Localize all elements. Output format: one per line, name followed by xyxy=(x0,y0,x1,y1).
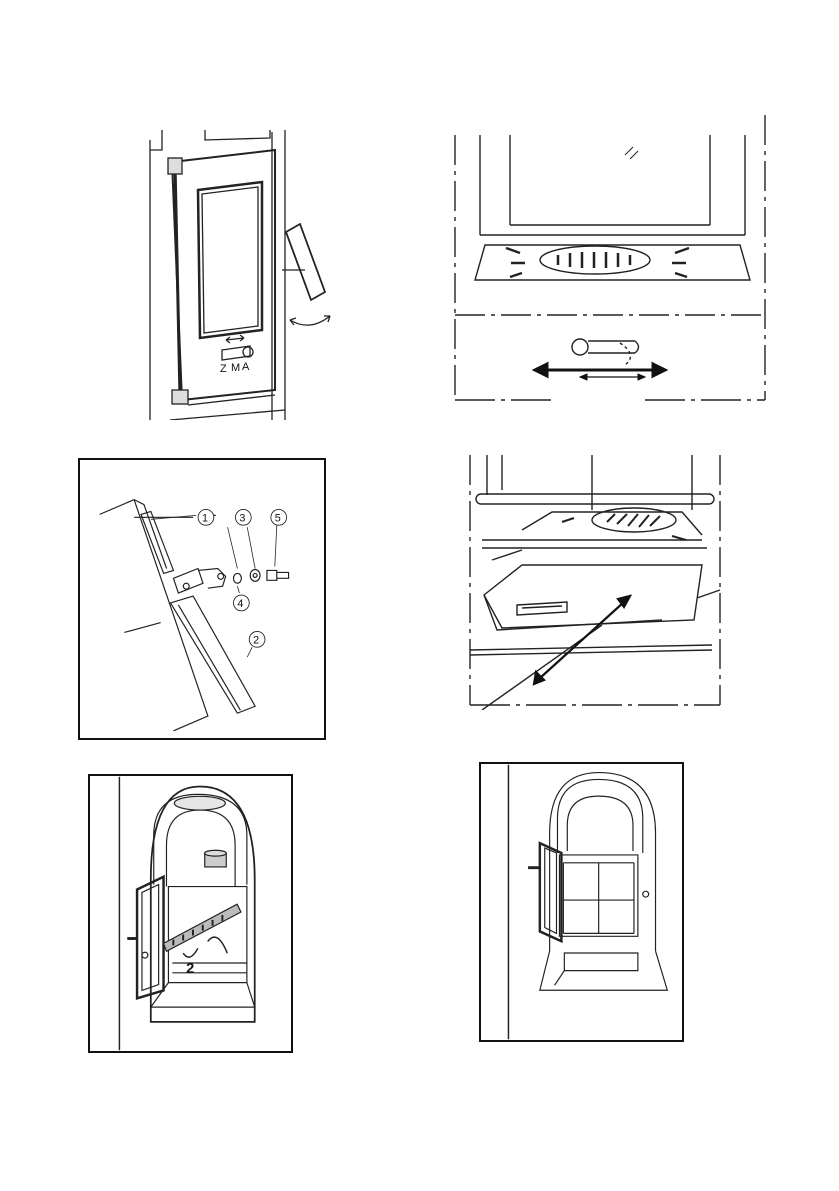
callout-1: 1 xyxy=(202,512,208,524)
stove-door-handle-illustration: Z M A xyxy=(110,120,350,420)
callout-3: 3 xyxy=(239,512,245,524)
ash-drawer-pullout-illustration xyxy=(462,450,732,710)
primary-air-lever-illustration xyxy=(440,115,780,405)
callout-5: 5 xyxy=(275,512,281,524)
door-handle-figure: Z M A xyxy=(110,120,350,420)
ash-drawer-figure xyxy=(462,450,732,710)
firebox-lining-figure xyxy=(479,762,684,1042)
control-label-m: M xyxy=(231,362,240,374)
air-control-figure xyxy=(440,115,780,405)
door-hinge-exploded-illustration: 1 3 5 4 2 xyxy=(80,460,324,738)
grate-removal-figure: 2 xyxy=(88,774,293,1053)
control-label-z: Z xyxy=(220,363,227,375)
callout-4: 4 xyxy=(237,598,243,610)
callout-2: 2 xyxy=(186,961,194,977)
control-label-a: A xyxy=(242,361,250,373)
callout-2: 2 xyxy=(253,634,259,646)
stove-firebox-lining-illustration xyxy=(481,764,682,1040)
hinge-detail-figure: 1 3 5 4 2 xyxy=(78,458,326,740)
stove-grate-removal-illustration: 2 xyxy=(90,776,291,1051)
